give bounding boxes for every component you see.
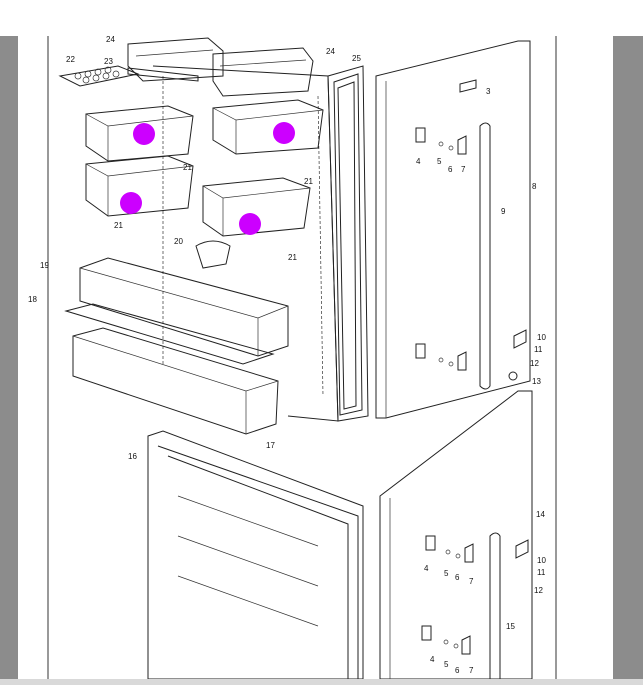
part-label: 3 xyxy=(486,87,491,96)
viewer-bottom-strip xyxy=(0,679,643,685)
marker-dot[interactable] xyxy=(133,123,155,145)
diagram-page: 24 23 22 24 25 3 21 21 21 21 8 9 20 19 1… xyxy=(18,36,613,679)
part-label: 12 xyxy=(534,586,543,595)
part-label: 19 xyxy=(40,261,49,270)
fridge-door-hinges xyxy=(415,127,527,381)
part-label: 17 xyxy=(266,441,275,450)
part-label: 5 xyxy=(444,569,449,578)
marker-dot[interactable] xyxy=(120,192,142,214)
viewer-top-margin xyxy=(0,0,643,36)
part-label: 9 xyxy=(501,207,506,216)
egg-tray xyxy=(58,65,140,87)
door-rail xyxy=(64,303,275,365)
part-label: 10 xyxy=(537,333,546,342)
part-label: 11 xyxy=(537,568,546,577)
part-label: 4 xyxy=(424,564,429,573)
freezer-door-inner xyxy=(147,430,364,679)
part-label: 7 xyxy=(461,165,466,174)
door-bin-upper-left xyxy=(85,105,194,162)
marker-dot[interactable] xyxy=(239,213,261,235)
door-bin-upper-right xyxy=(212,99,324,155)
part-label: 12 xyxy=(530,359,539,368)
exploded-parts-diagram: 24 23 22 24 25 3 21 21 21 21 8 9 20 19 1… xyxy=(28,36,557,679)
top-shelf-covers xyxy=(127,37,314,97)
part-label: 6 xyxy=(455,666,460,675)
part-label: 15 xyxy=(506,622,515,631)
part-label: 7 xyxy=(469,666,474,675)
part-label: 20 xyxy=(174,237,183,246)
part-label: 23 xyxy=(104,57,113,66)
part-label: 5 xyxy=(444,660,449,669)
part-label: 14 xyxy=(536,510,545,519)
fridge-door-inner-panel xyxy=(152,65,369,422)
large-door-bin xyxy=(79,257,289,357)
viewer-right-scrollbar[interactable] xyxy=(613,36,643,679)
part-label: 8 xyxy=(532,182,537,191)
part-label: 10 xyxy=(537,556,546,565)
part-label: 6 xyxy=(455,573,460,582)
door-bin-lower-right xyxy=(202,177,311,237)
part-label: 18 xyxy=(28,295,37,304)
part-label: 11 xyxy=(534,345,543,354)
part-label: 24 xyxy=(106,36,115,44)
fridge-door-outer xyxy=(375,40,531,419)
part-label: 21 xyxy=(304,177,313,186)
part-label: 21 xyxy=(288,253,297,262)
part-labels: 24 23 22 24 25 3 21 21 21 21 8 9 20 19 1… xyxy=(28,36,546,675)
part-label: 22 xyxy=(66,55,75,64)
part-label: 21 xyxy=(183,163,192,172)
part-label: 16 xyxy=(128,452,137,461)
part-label: 21 xyxy=(114,221,123,230)
part-label: 4 xyxy=(416,157,421,166)
part-label: 4 xyxy=(430,655,435,664)
annotation-markers[interactable] xyxy=(120,122,295,235)
part-label: 24 xyxy=(326,47,335,56)
part-label: 25 xyxy=(352,54,361,63)
part-label: 5 xyxy=(437,157,442,166)
bottom-door-bin xyxy=(72,327,279,435)
part-label: 7 xyxy=(469,577,474,586)
part-label: 6 xyxy=(448,165,453,174)
part-label: 13 xyxy=(532,377,541,386)
freezer-door-outer xyxy=(379,390,533,679)
small-cup-holder xyxy=(195,240,231,269)
door-bin-lower-left xyxy=(85,155,194,217)
viewer-left-scrollbar[interactable] xyxy=(0,36,18,679)
marker-dot[interactable] xyxy=(273,122,295,144)
